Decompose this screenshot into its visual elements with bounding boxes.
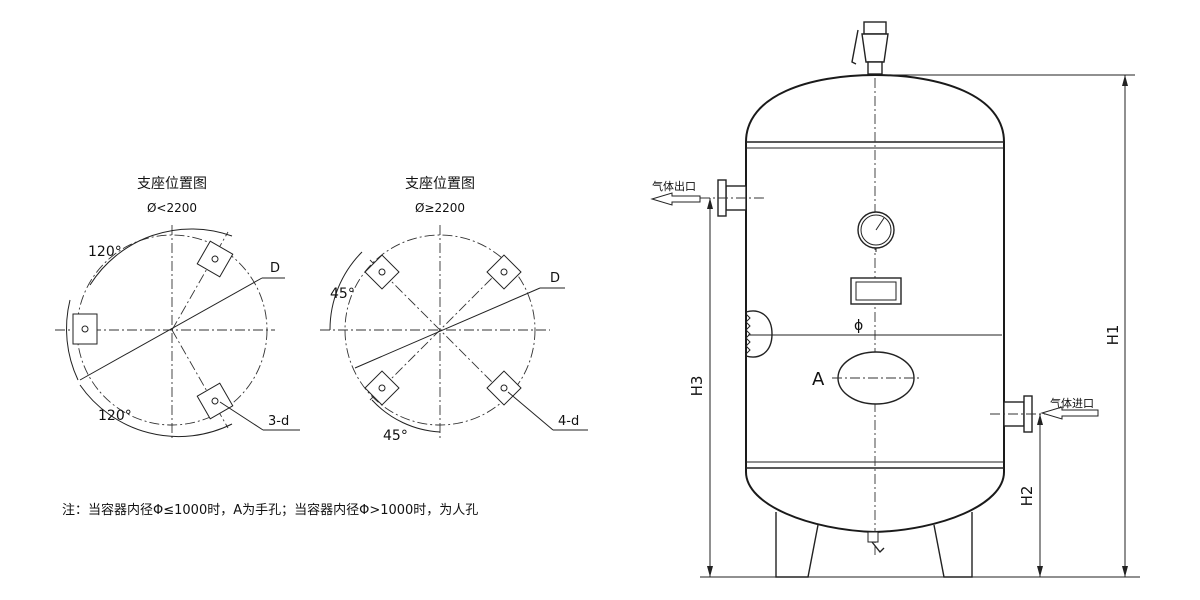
gas-outlet-nozzle: [700, 179, 765, 217]
angle-bottom-label: 45°: [383, 428, 408, 444]
angle-arc-top: [329, 251, 363, 331]
gas-inlet-label: 气体进口: [1050, 396, 1094, 410]
dimension-h3: H3: [688, 198, 713, 577]
nameplate: [850, 277, 902, 305]
view-subtitle: Ø<2200: [147, 201, 197, 215]
dimension-h1: H1: [885, 74, 1135, 577]
dimension-h2: H2: [1018, 414, 1043, 577]
drain-valve-icon: [867, 531, 885, 554]
support-pad-left: [72, 313, 98, 345]
support-count-label: 3-d: [268, 414, 289, 429]
air-tank: ϕ A 气体出口 气体进口: [650, 21, 1140, 578]
diameter-label: ϕ: [854, 318, 863, 334]
inlet-arrow-icon: [1040, 406, 1099, 420]
diameter-leader: [354, 287, 541, 369]
support-legs: [766, 512, 984, 578]
view-title: 支座位置图: [405, 176, 475, 192]
support-leader: [219, 401, 264, 431]
angle-top-label: 45°: [330, 286, 355, 302]
angle-arc-bottom: [371, 399, 441, 433]
angle-arc-bottom: [79, 384, 233, 438]
h2-label: H2: [1018, 486, 1036, 507]
support-pad-lr: [486, 370, 522, 406]
support-axis-diag2: [369, 259, 511, 401]
gas-inlet-nozzle: [990, 395, 1050, 433]
diameter-leader: [79, 277, 263, 381]
support-layout-view-4: 支座位置图 Ø≥2200 D 45° 45° 4: [320, 176, 588, 444]
support-pad-upper: [196, 240, 234, 278]
gas-outlet-label: 气体出口: [652, 179, 696, 193]
d-label: D: [270, 261, 280, 276]
support-layout-view-3: 支座位置图 Ø<2200 D 120° 120°: [55, 176, 300, 440]
angle-top-label: 120°: [88, 244, 122, 260]
support-pad-ll: [364, 370, 400, 406]
note-text: 注：当容器内径Φ≤1000时，A为手孔；当容器内径Φ>1000时，为人孔: [62, 502, 478, 518]
support-count-label: 4-d: [558, 414, 579, 429]
angle-arc-top: [89, 228, 233, 286]
pressure-gauge-icon: [857, 211, 895, 252]
h3-label: H3: [688, 376, 706, 397]
outlet-arrow-icon: [650, 192, 701, 206]
view-subtitle: Ø≥2200: [415, 201, 465, 215]
safety-valve: [851, 21, 889, 75]
d-label: D: [550, 271, 560, 286]
support-pad-ur: [486, 254, 522, 290]
angle-bottom-label: 120°: [98, 408, 132, 424]
side-opening-profile: [745, 310, 773, 358]
support-leader: [507, 391, 554, 431]
view-title: 支座位置图: [137, 176, 207, 192]
support-pad-ul: [364, 254, 400, 290]
opening-label: A: [812, 369, 825, 390]
h1-label: H1: [1104, 325, 1122, 346]
support-pad-lower: [196, 382, 234, 420]
